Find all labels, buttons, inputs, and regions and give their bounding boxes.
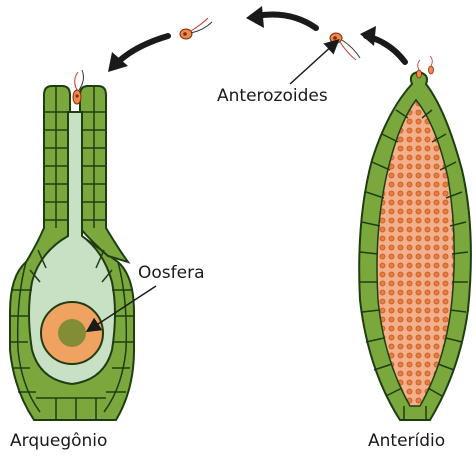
arquegonio-label: Arquegônio: [10, 433, 107, 450]
sperm-icon: [417, 60, 422, 78]
sperm-icon: [330, 33, 360, 60]
anterozoides-label: Anterozoides: [217, 88, 328, 105]
oosphere-nucleus: [58, 319, 86, 347]
anterozoides-pointer: [290, 44, 334, 84]
antheridium: [359, 56, 471, 420]
curved-arrow-icon: [360, 26, 405, 62]
archegonium: [10, 70, 134, 420]
oosfera-label: Oosfera: [138, 265, 205, 282]
curved-arrow-icon: [246, 6, 316, 28]
sperm-icon: [429, 56, 434, 74]
curved-arrow-icon: [108, 36, 168, 72]
anteridio-label: Anterídio: [368, 433, 445, 450]
sperm-icon: [180, 18, 212, 39]
